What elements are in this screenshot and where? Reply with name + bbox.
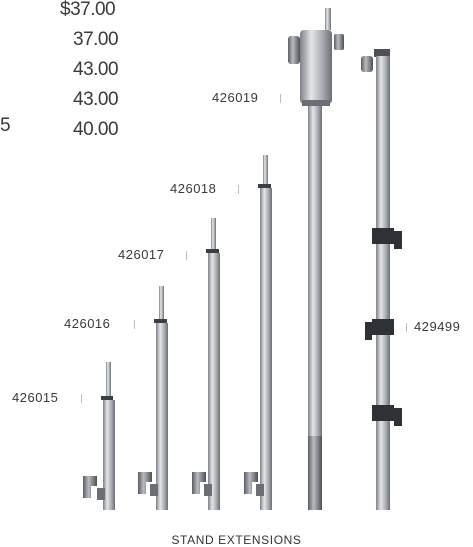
leader-tick xyxy=(406,323,407,332)
extension-rod-426019 xyxy=(288,8,344,510)
product-code-429499: 429499 xyxy=(414,319,461,334)
leader-tick xyxy=(134,320,135,329)
product-code-426018: 426018 xyxy=(170,181,217,196)
extension-rod-426017 xyxy=(192,218,220,510)
leader-tick xyxy=(280,94,281,103)
section-caption: STAND EXTENSIONS xyxy=(171,533,302,547)
leader-tick xyxy=(81,394,82,403)
extension-rod-429499 xyxy=(361,49,402,510)
price-3: 43.00 xyxy=(73,59,119,80)
price-list: $37.00 37.00 43.00 43.00 40.00 5 xyxy=(0,0,140,150)
price-1: $37.00 xyxy=(60,0,116,20)
cropped-text-fragment: 5 xyxy=(0,115,11,136)
product-code-426016: 426016 xyxy=(64,316,111,331)
extension-rod-426018 xyxy=(244,155,272,510)
price-4: 43.00 xyxy=(73,89,119,110)
price-2: 37.00 xyxy=(73,29,119,50)
product-code-426015: 426015 xyxy=(12,390,59,405)
leader-tick xyxy=(238,185,239,194)
extension-rod-426015 xyxy=(83,362,115,510)
product-code-426019: 426019 xyxy=(212,90,259,105)
product-code-426017: 426017 xyxy=(118,247,165,262)
extension-rod-426016 xyxy=(138,286,168,510)
leader-tick xyxy=(186,251,187,260)
price-5: 40.00 xyxy=(73,119,119,140)
